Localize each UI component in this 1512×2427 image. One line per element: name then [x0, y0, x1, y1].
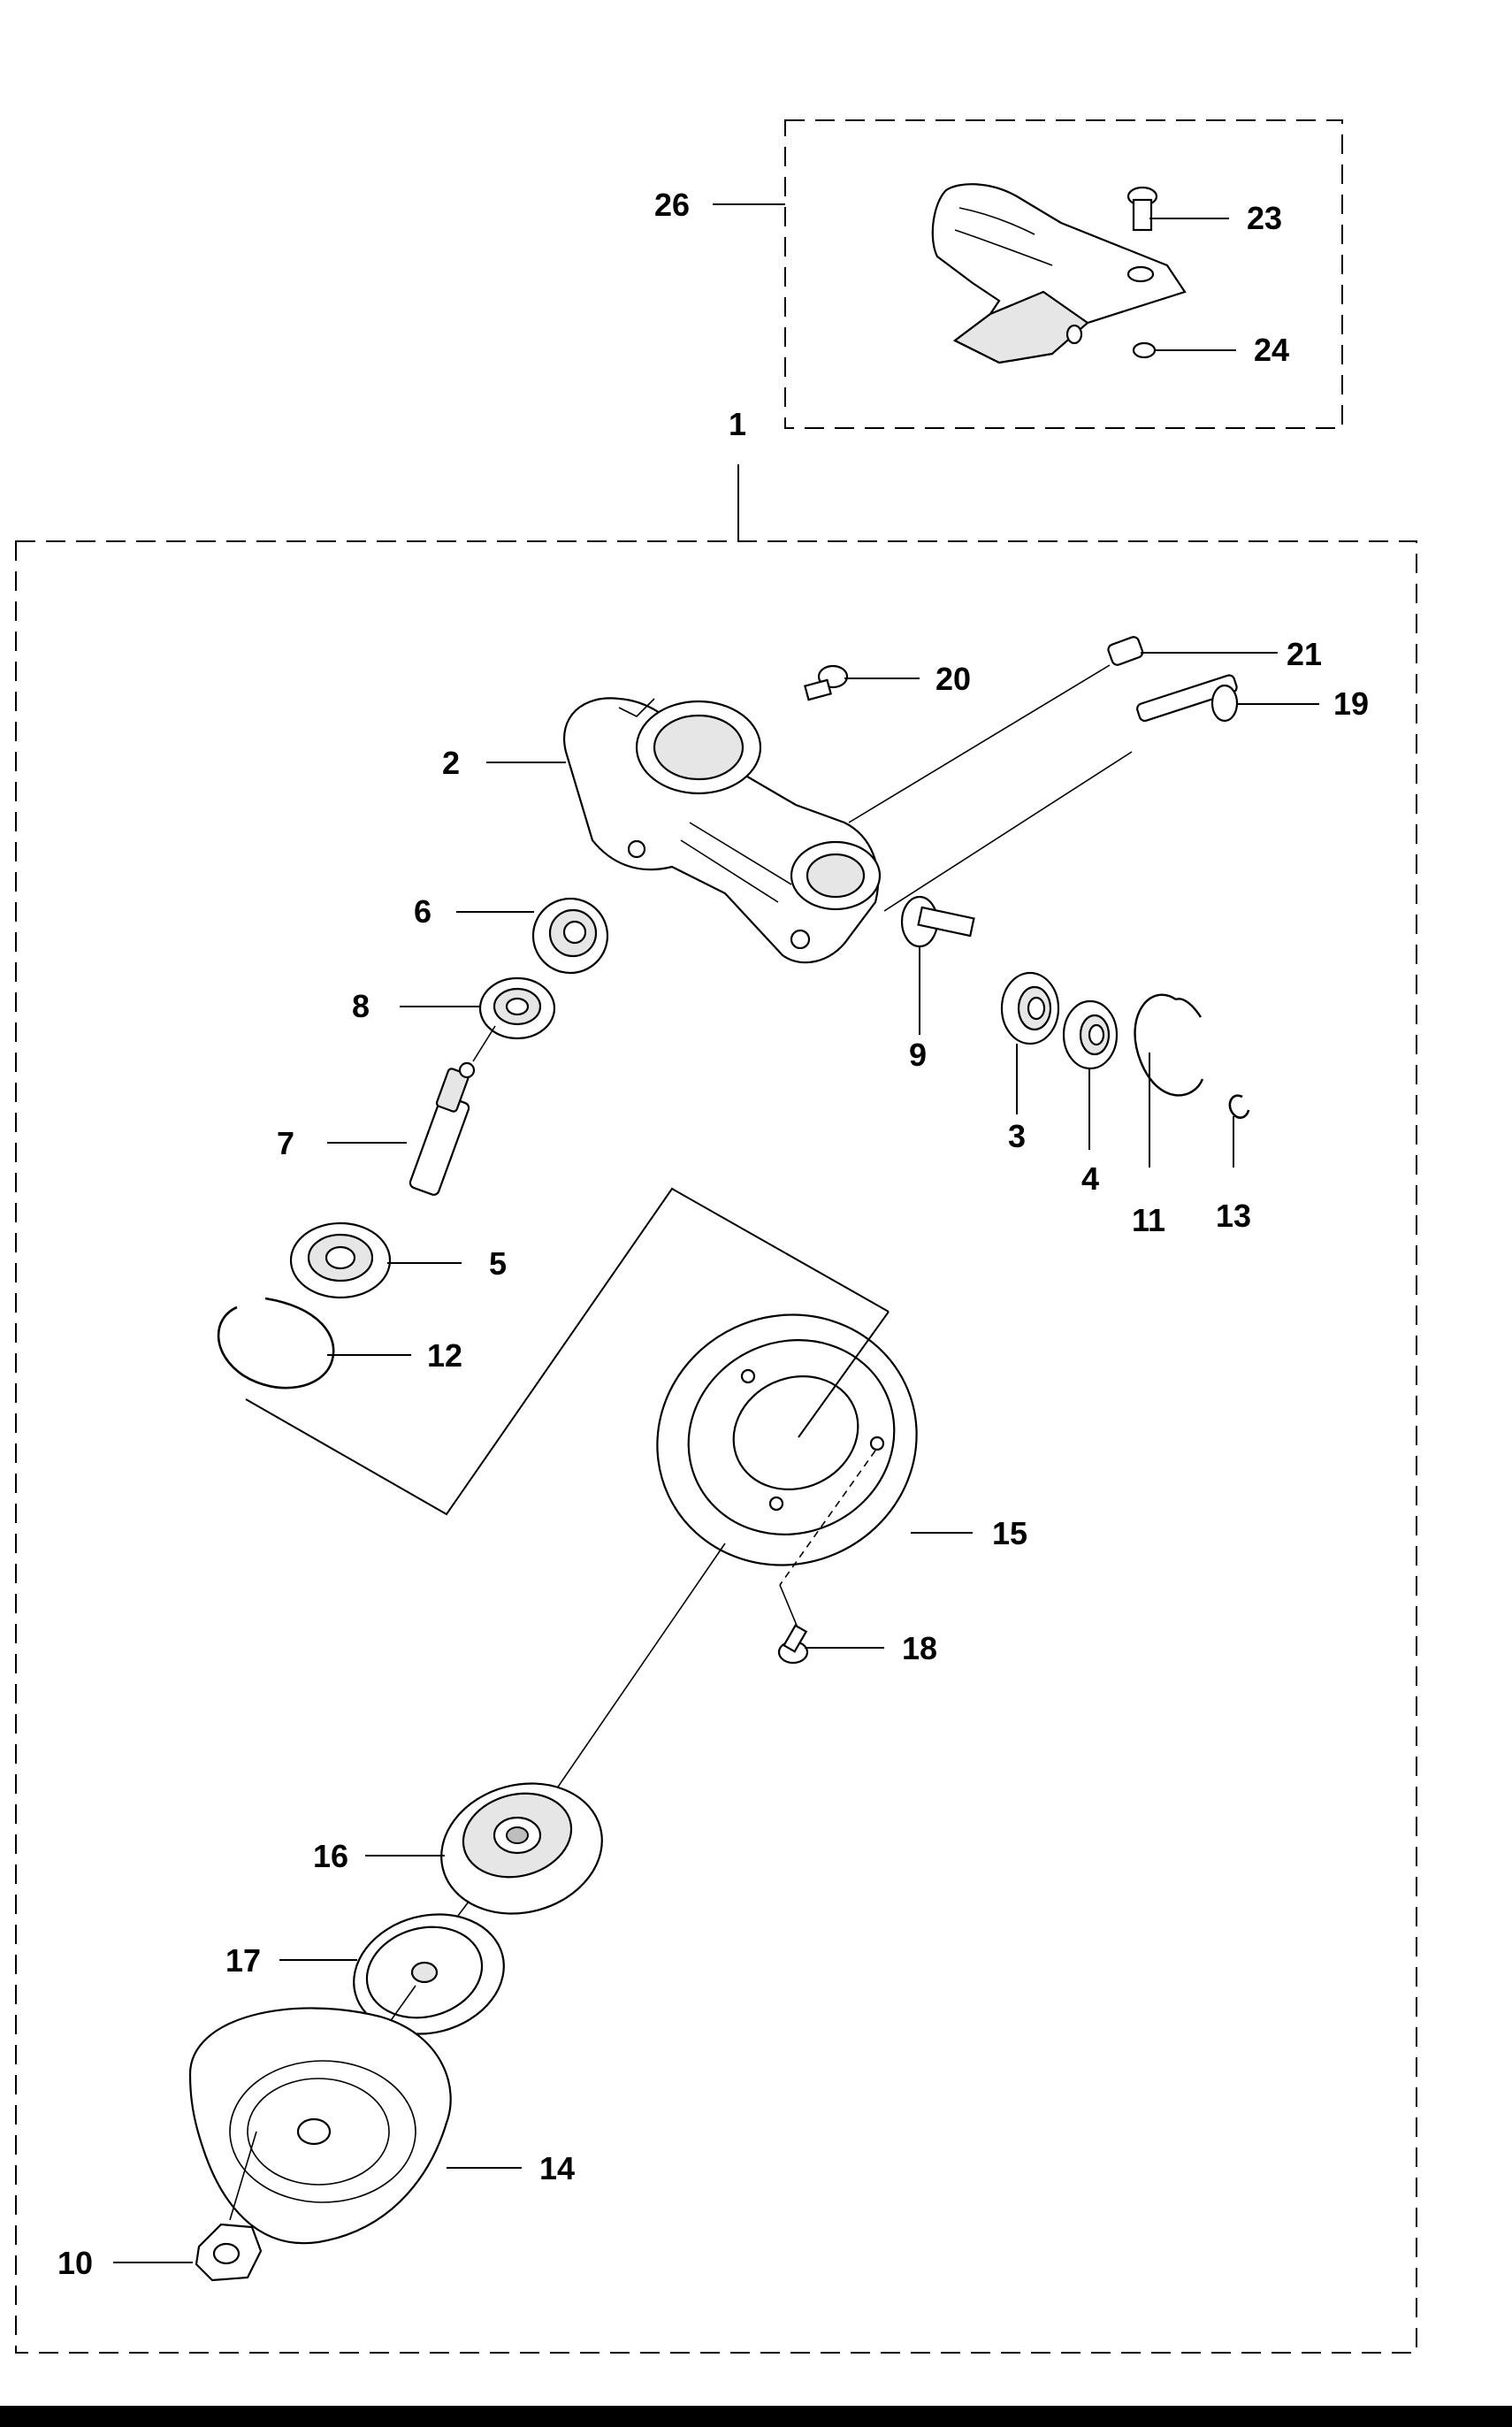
callout-26: 26	[654, 187, 690, 223]
callout-10: 10	[57, 2245, 93, 2281]
guard-cup-part-14	[188, 2007, 522, 2245]
callout-6: 6	[414, 893, 431, 930]
input-shaft-part-9	[900, 895, 975, 1035]
callout-24: 24	[1254, 332, 1289, 368]
screw-part-18	[777, 1584, 884, 1665]
ball-bearing-part-5	[289, 1221, 462, 1299]
ball-bearing-part-3	[1000, 971, 1060, 1114]
gear-housing-part-2	[486, 697, 882, 964]
assembly-26-group-box	[784, 119, 1343, 429]
drive-disc-part-16	[365, 1782, 603, 1973]
callout-4: 4	[1081, 1160, 1099, 1197]
callout-8: 8	[352, 988, 370, 1024]
callout-5: 5	[489, 1245, 507, 1282]
ball-bearing-part-4	[1062, 999, 1119, 1150]
callout-12: 12	[427, 1337, 462, 1374]
callout-2: 2	[442, 745, 460, 781]
washer-part-24	[1132, 341, 1236, 359]
clip-part-13	[1228, 1094, 1250, 1168]
callout-7: 7	[277, 1125, 294, 1161]
screw-part-20	[804, 664, 920, 701]
callout-18: 18	[902, 1630, 937, 1666]
screw-part-23	[1126, 186, 1229, 232]
circlip-part-11	[1134, 993, 1204, 1168]
callout-1: 1	[729, 406, 746, 442]
callout-15: 15	[992, 1515, 1027, 1551]
callout-13: 13	[1216, 1198, 1251, 1234]
callout-19: 19	[1333, 685, 1369, 722]
circlip-part-12	[217, 1297, 411, 1390]
callout-16: 16	[313, 1838, 348, 1874]
output-shaft-part-7	[327, 1025, 496, 1196]
callout-11: 11	[1132, 1202, 1165, 1238]
callout-14: 14	[539, 2150, 575, 2186]
seal-part-8	[400, 976, 556, 1040]
callout-20: 20	[935, 661, 971, 697]
screw-part-21	[848, 636, 1278, 823]
ball-bearing-part-6	[456, 897, 609, 975]
bolt-part-19	[883, 674, 1319, 912]
callout-3: 3	[1008, 1118, 1026, 1154]
thrust-washer-part-17	[279, 1913, 505, 2124]
assembly-1-group-box	[15, 540, 1417, 2354]
callout-23: 23	[1247, 200, 1282, 236]
callout-9: 9	[909, 1037, 927, 1073]
callout-21: 21	[1287, 636, 1322, 672]
support-disc-part-15	[521, 1311, 973, 1841]
nut-part-10	[113, 2223, 263, 2282]
page-footer-bar	[0, 2406, 1512, 2427]
guard-bracket-part-26	[931, 183, 1187, 364]
callout-17: 17	[225, 1942, 261, 1979]
